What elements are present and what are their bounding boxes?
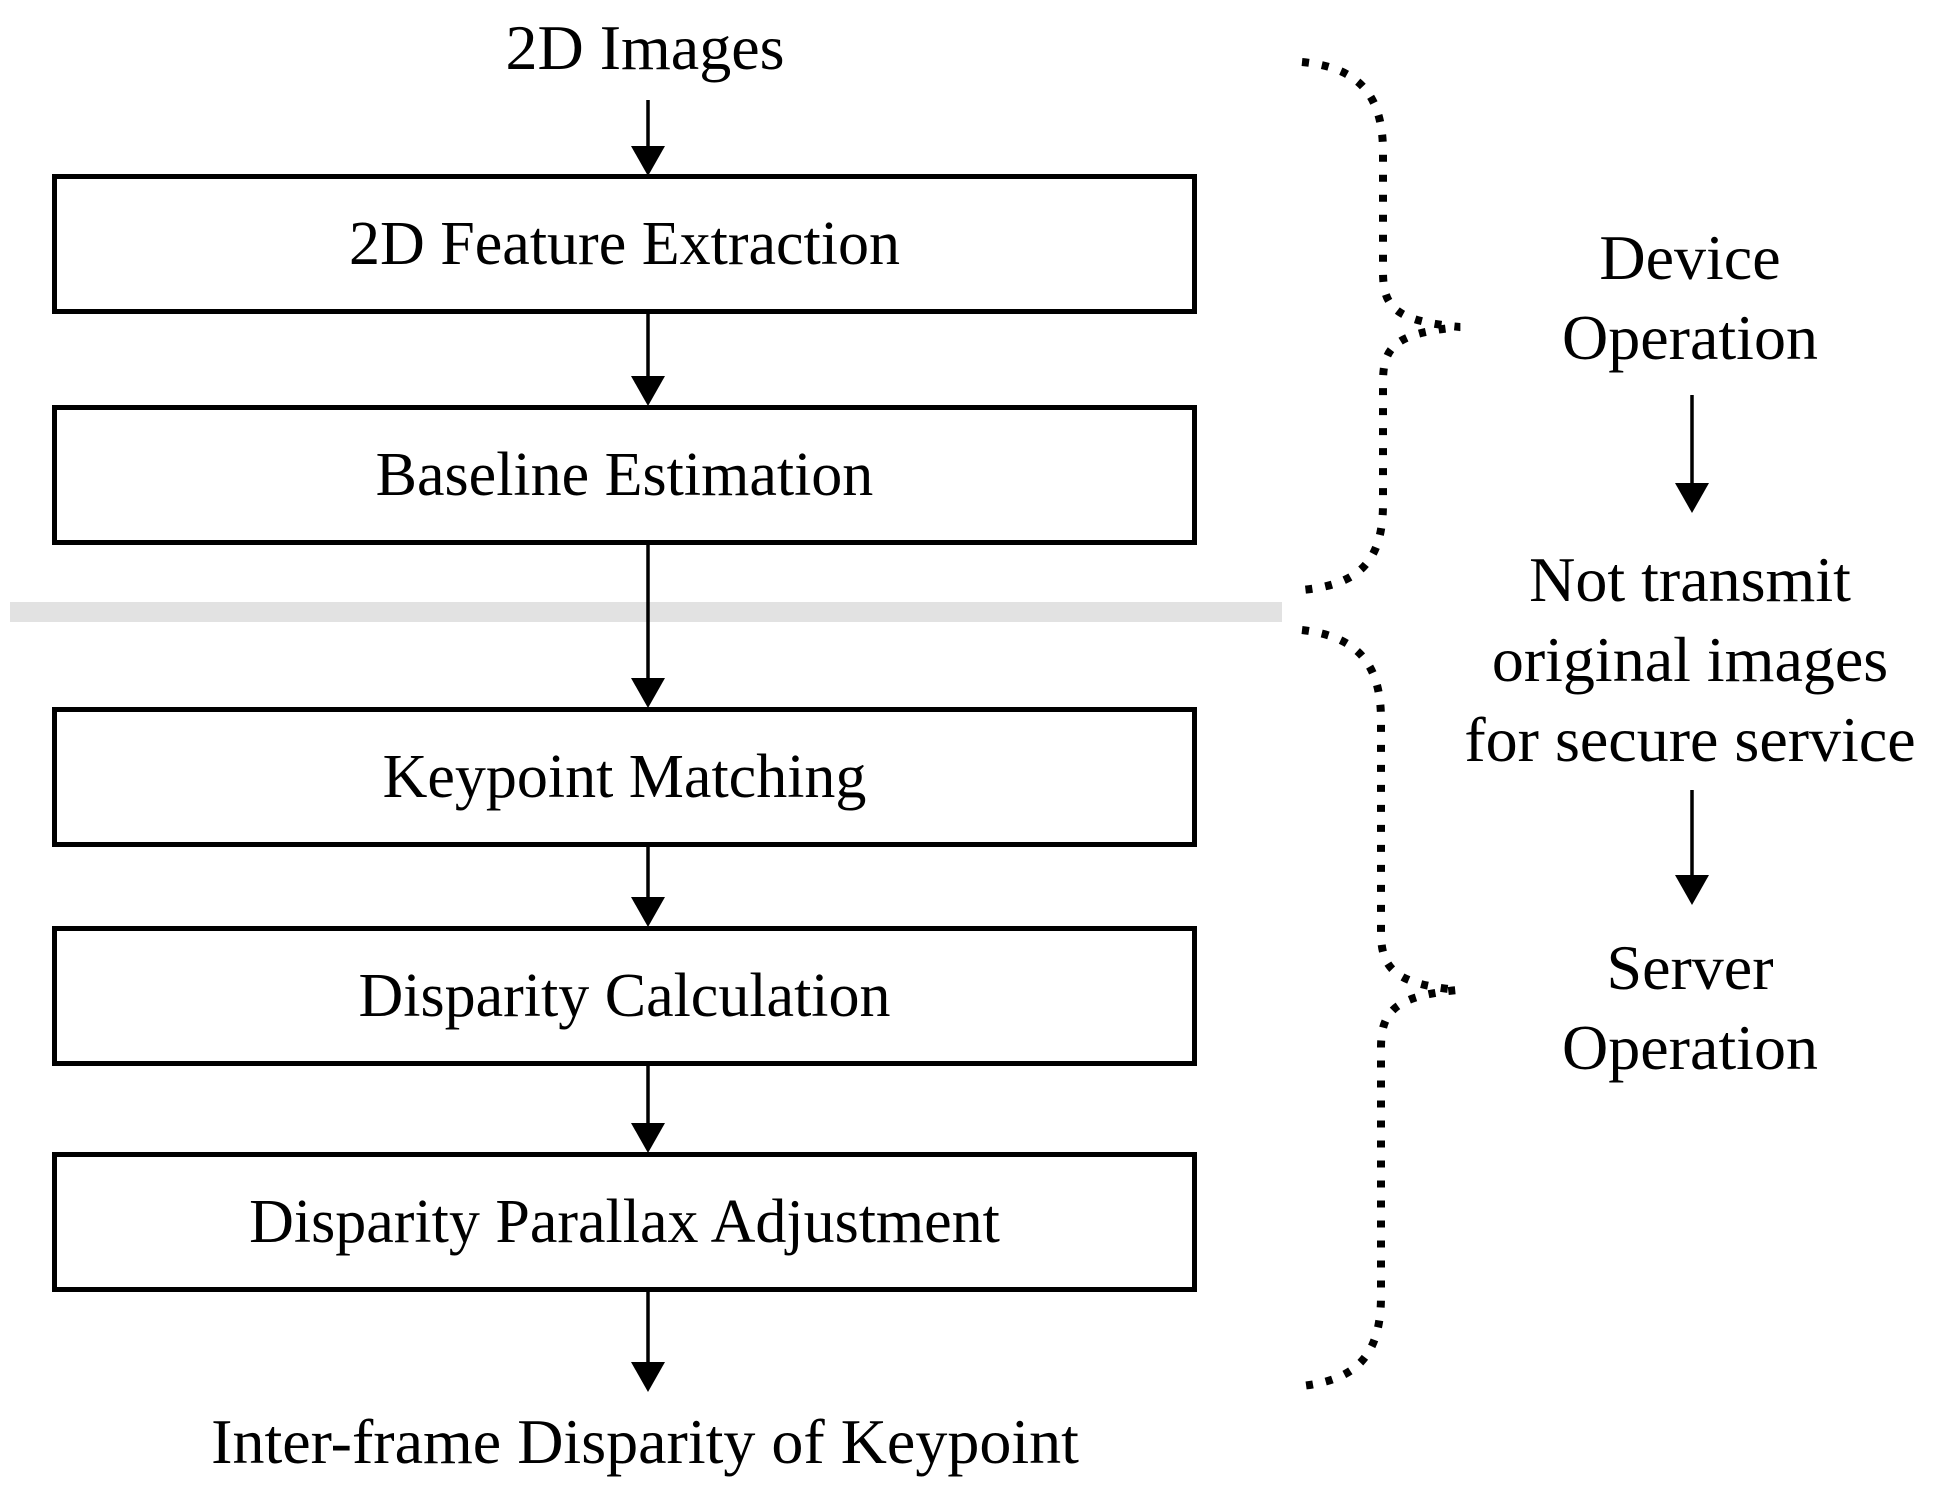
- security-note-line1: Not transmit: [1529, 544, 1851, 615]
- flow-box-label: Disparity Calculation: [358, 961, 891, 1030]
- server-operation-line1: Server: [1606, 932, 1774, 1003]
- device-operation-line1: Device: [1599, 222, 1781, 293]
- security-note-line2: original images: [1491, 624, 1889, 695]
- flow-box-2d-feature-extraction: 2D Feature Extraction: [52, 174, 1197, 314]
- output-label: Inter-frame Disparity of Keypoint: [211, 1406, 1079, 1477]
- flow-box-disparity-calculation: Disparity Calculation: [52, 926, 1197, 1066]
- server-operation-brace: [1301, 626, 1459, 1390]
- flow-box-label: 2D Feature Extraction: [349, 209, 900, 278]
- flow-box-disparity-parallax-adjustment: Disparity Parallax Adjustment: [52, 1152, 1197, 1292]
- arrow-down-input-to-box1: [631, 100, 665, 176]
- device-operation-brace: [1301, 58, 1461, 594]
- flow-box-keypoint-matching: Keypoint Matching: [52, 707, 1197, 847]
- security-note-line3: for secure service: [1464, 704, 1916, 775]
- arrow-down-box4-to-box5: [631, 1066, 665, 1153]
- arrow-down-device-to-note: [1675, 395, 1709, 513]
- flow-box-label: Baseline Estimation: [375, 440, 874, 509]
- arrow-down-note-to-server: [1675, 790, 1709, 905]
- server-operation-line2: Operation: [1562, 1012, 1818, 1083]
- security-note-label: Not transmit original images for secure …: [1405, 540, 1948, 780]
- arrow-down-box1-to-box2: [631, 312, 665, 406]
- server-operation-label: Server Operation: [1440, 928, 1940, 1088]
- arrow-down-box5-to-output: [631, 1292, 665, 1392]
- flow-box-baseline-estimation: Baseline Estimation: [52, 405, 1197, 545]
- arrow-down-box2-to-box3: [631, 545, 665, 708]
- input-label: 2D Images: [505, 12, 785, 83]
- device-server-divider-bar: [10, 602, 1282, 622]
- flow-box-label: Keypoint Matching: [382, 742, 867, 811]
- device-operation-line2: Operation: [1562, 302, 1818, 373]
- flow-box-label: Disparity Parallax Adjustment: [249, 1187, 1000, 1256]
- arrow-down-box3-to-box4: [631, 847, 665, 927]
- device-operation-label: Device Operation: [1440, 218, 1940, 378]
